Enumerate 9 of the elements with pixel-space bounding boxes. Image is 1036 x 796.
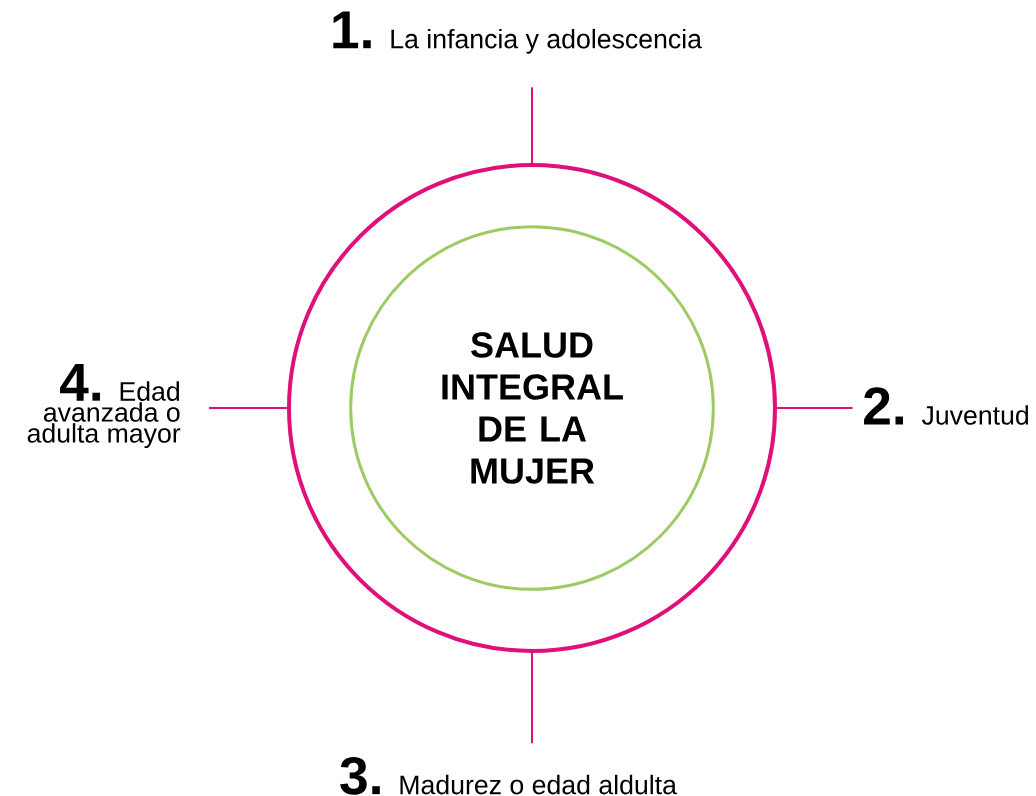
ring-circle [287,163,777,653]
stage-label: 3. Madurez o edad aldulta [340,756,677,795]
stage-label: 4. Edad avanzada o adulta mayor [27,364,181,449]
connector-line [208,407,288,409]
stage-label: 2. Juventud [864,387,1028,425]
connector-line [531,86,533,164]
connector-line [776,407,854,409]
stage-label: 1. La infancia y adolescencia [333,11,702,54]
connector-line [531,652,533,745]
